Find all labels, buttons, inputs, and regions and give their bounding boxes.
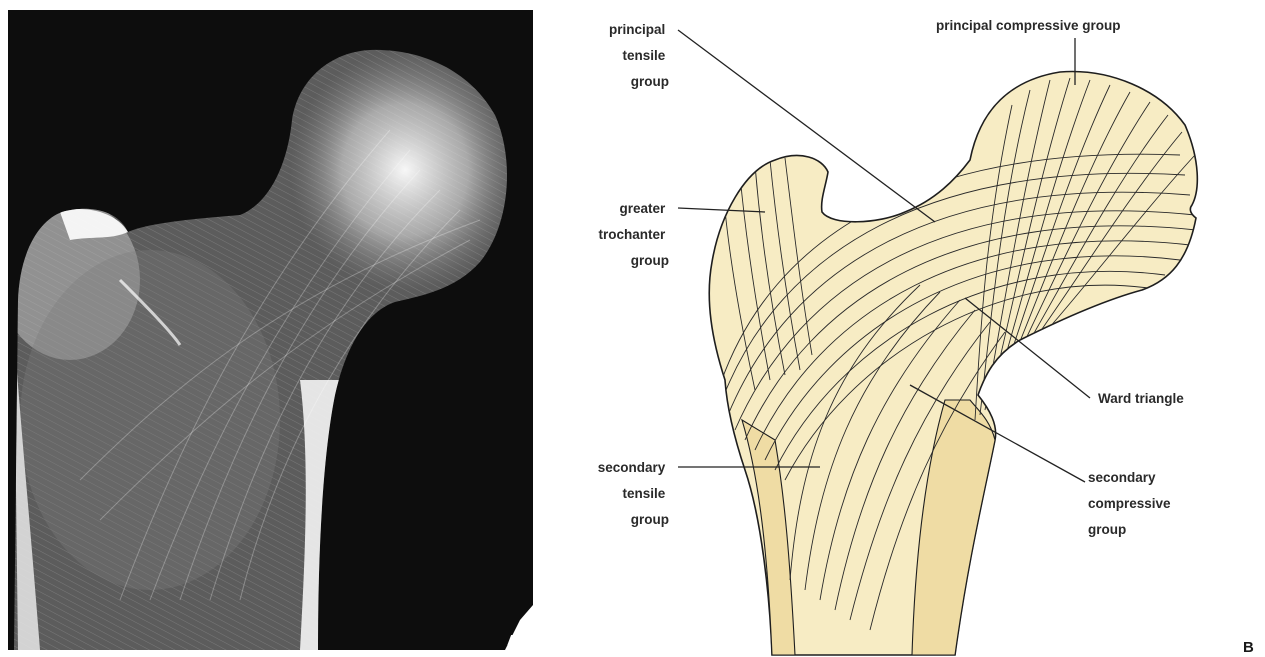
panel-b-letter: B [1243,639,1254,656]
diagram-panel: principal tensile group principal compre… [540,0,1265,657]
panel-a-letter: A [507,632,518,649]
label-principal-compressive-group: principal compressive group [936,18,1121,33]
label-ward-triangle: Ward triangle [1098,391,1184,406]
xray-panel: A [0,10,533,655]
